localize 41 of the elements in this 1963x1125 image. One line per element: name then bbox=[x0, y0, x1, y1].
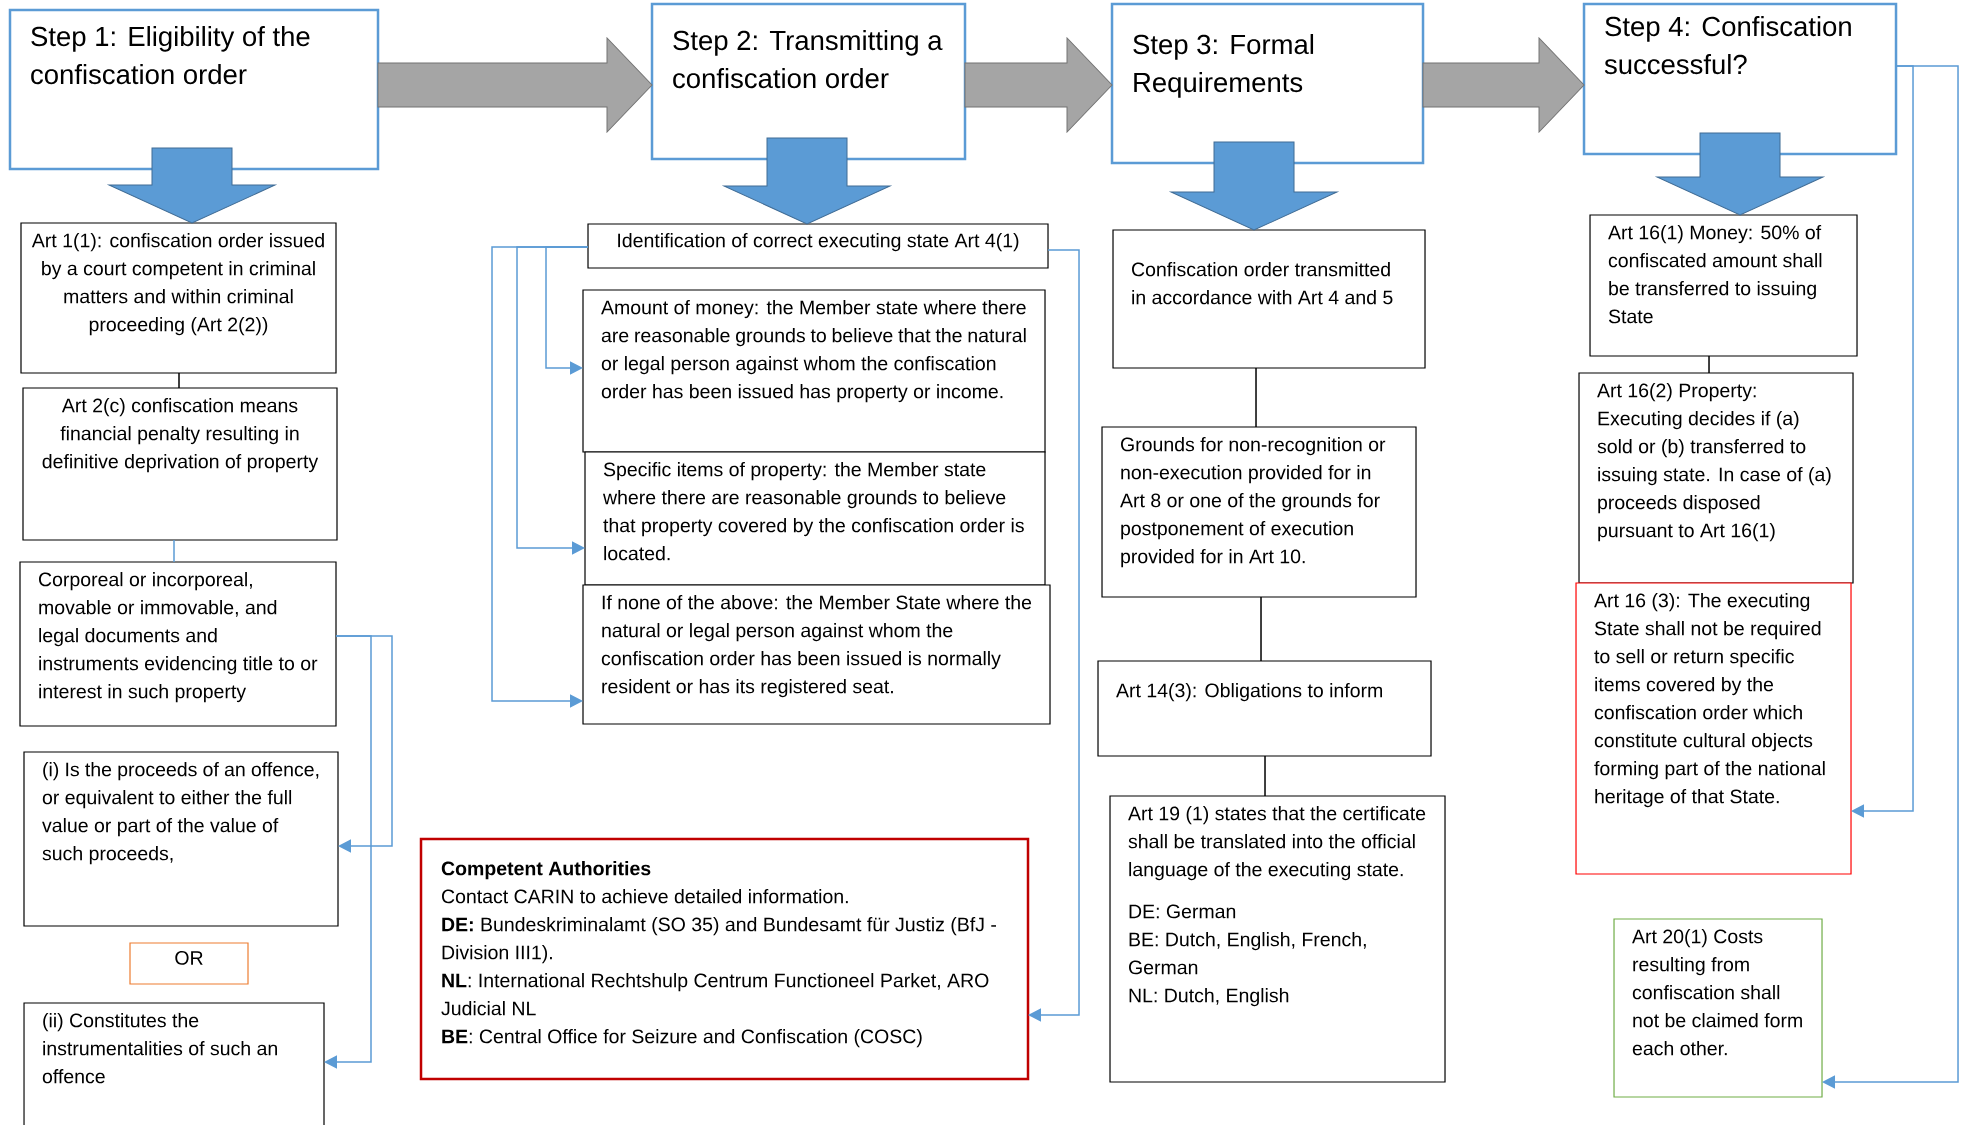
text-box: Art 14(3): Obligations to inform bbox=[1097, 660, 1432, 757]
text-box: Grounds for non-recognition or non-execution provided for in Art 8 or one of the grounds for postponement of execution provided for in Art 10. bbox=[1101, 426, 1417, 598]
connector-line bbox=[1255, 367, 1257, 428]
block-arrow bbox=[1656, 132, 1824, 216]
connector-line bbox=[173, 539, 175, 563]
step-box: Step 1: Eligibility of the confiscation order bbox=[8, 8, 380, 171]
step-box: Step 4: Confiscation successful? bbox=[1582, 2, 1898, 156]
arrow bbox=[1851, 65, 1914, 818]
text-box: If none of the above: the Member State where the natural or legal person against whom the confiscation order has been issued is normally resident or has its registered seat. bbox=[582, 584, 1051, 725]
arrow bbox=[324, 635, 372, 1069]
text-box: Art 16(2) Property: Executing decides if (a) sold or (b) transferred to issuing state. In case of (a) proceeds disposed pursuant to Art 16(1) bbox=[1578, 372, 1854, 584]
text-box: (i) Is the proceeds of an offence, or equivalent to either the full value or part of the value of such proceeds, bbox=[23, 751, 339, 927]
block-arrow bbox=[108, 147, 276, 224]
connector-line bbox=[1708, 355, 1710, 374]
connector-line bbox=[178, 372, 180, 389]
text-box: Art 1(1): confiscation order issued by a court competent in criminal matters and within criminal proceeding (Art 2(2)) bbox=[20, 222, 337, 374]
chevron-arrow bbox=[1422, 37, 1585, 133]
block-arrow bbox=[723, 137, 891, 225]
chevron-arrow bbox=[964, 37, 1113, 133]
text-box: Identification of correct executing state Art 4(1) bbox=[587, 223, 1049, 269]
arrow bbox=[1028, 249, 1080, 1022]
text-box: Art 16 (3): The executing State shall not be required to sell or return specific items covered by the confiscation order which constitute cultural objects forming part of the national heritage of that State. bbox=[1575, 582, 1852, 875]
text-box: Art 20(1) Costs resulting from confiscation shall not be claimed form each other. bbox=[1613, 918, 1823, 1098]
arrow bbox=[491, 246, 589, 708]
text-box: Corporeal or incorporeal, movable or immovable, and legal documents and instruments evidencing title to or interest in such property bbox=[19, 561, 337, 727]
text-box: Confiscation order transmitted in accordance with Art 4 and 5 bbox=[1112, 229, 1426, 369]
step-box: Step 2: Transmitting a confiscation order bbox=[650, 2, 967, 161]
connector-line bbox=[1264, 755, 1266, 797]
text-box: Specific items of property: the Member state where there are reasonable grounds to believe that property covered by the confiscation order is located. bbox=[584, 451, 1046, 586]
arrow bbox=[1822, 65, 1959, 1089]
note-box: Competent Authorities Contact CARIN to achieve detailed information. DE: Bundeskriminalamt (SO 35) and Bundesamt für Justiz (BfJ - Division III1). NL: International Rechtshulp Centrum Functioneel Parket, ARO Judicial NL BE: Central Office for Seizure and Confiscation (COSC) bbox=[419, 837, 1030, 1081]
block-arrow bbox=[1170, 141, 1338, 231]
chevron-arrow bbox=[377, 37, 653, 133]
text-box: Art 19 (1) states that the certificate shall be translated into the official language of the executing state. DE: German BE: Dutch, English, French, German NL: Dutch, English bbox=[1109, 795, 1446, 1083]
step-box: Step 3: Formal Requirements bbox=[1110, 2, 1425, 165]
or-box: OR bbox=[129, 942, 249, 985]
text-box: Amount of money: the Member state where there are reasonable grounds to believe that the natural or legal person against whom the confiscation order has been issued has property or income. bbox=[582, 289, 1046, 453]
connector-line bbox=[1260, 596, 1262, 662]
text-box: Art 16(1) Money: 50% of confiscated amount shall be transferred to issuing State bbox=[1589, 214, 1858, 357]
text-box: Art 2(c) confiscation means financial penalty resulting in definitive deprivation of property bbox=[22, 387, 338, 541]
text-box: (ii) Constitutes the instrumentalities of such an offence bbox=[23, 1002, 325, 1125]
